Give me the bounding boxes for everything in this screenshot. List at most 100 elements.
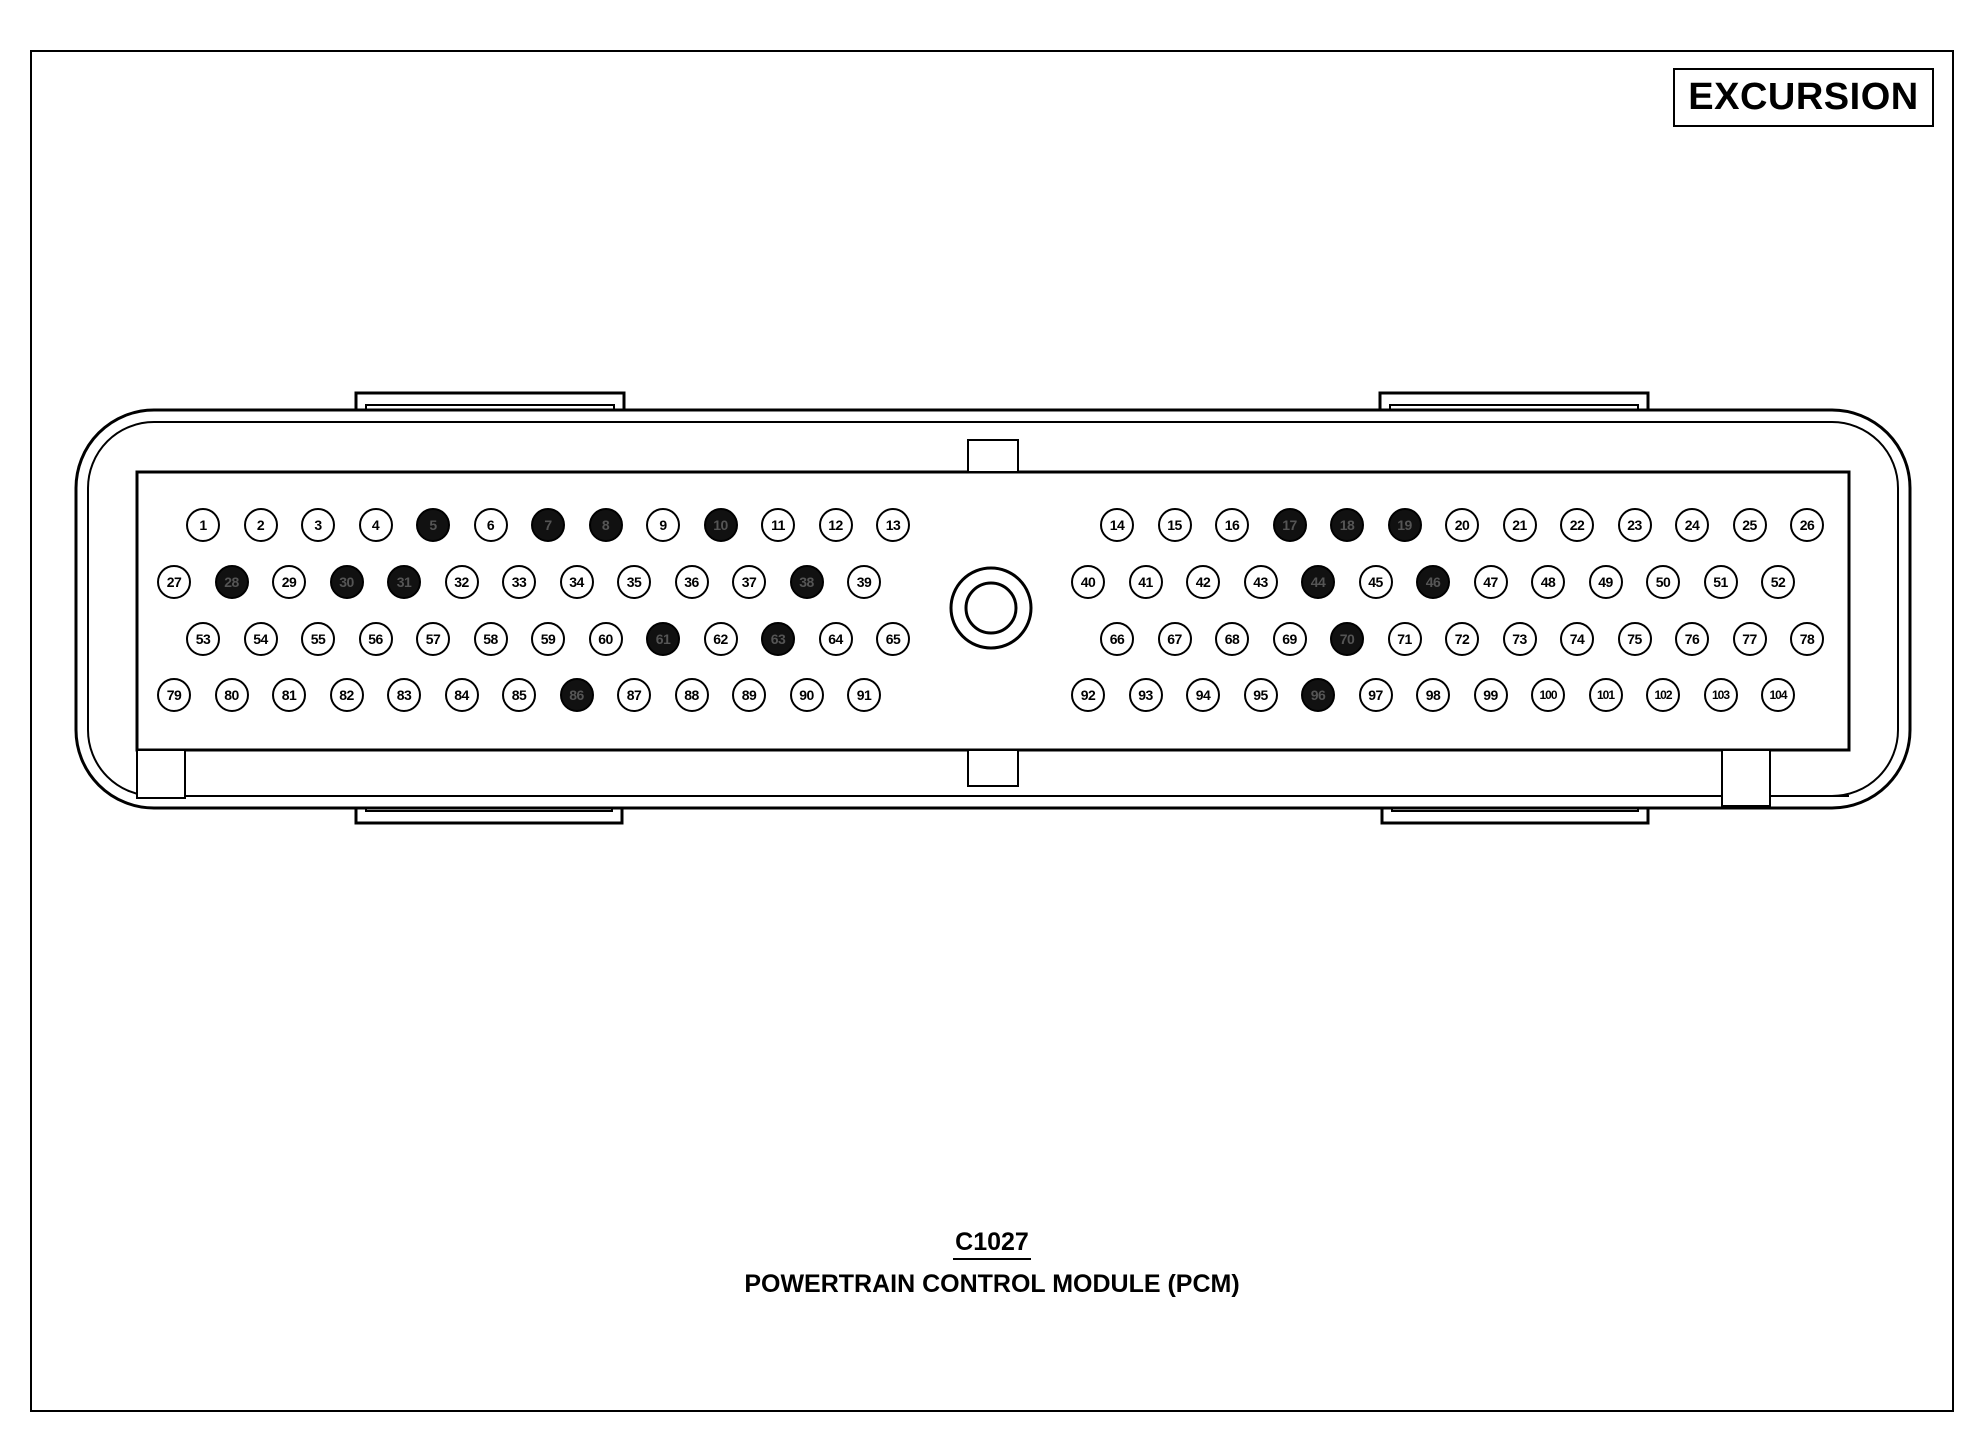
pin-94: 94	[1186, 678, 1220, 712]
pin-48: 48	[1531, 565, 1565, 599]
pin-52: 52	[1761, 565, 1795, 599]
pin-97: 97	[1358, 678, 1393, 712]
pin-30: 30	[329, 565, 364, 599]
pin-71: 71	[1387, 622, 1422, 656]
pin-44: 44	[1301, 565, 1335, 599]
pin-62: 62	[703, 622, 738, 656]
pin-92: 92	[1071, 678, 1105, 712]
pin-9: 9	[646, 508, 680, 542]
pin-99: 99	[1473, 678, 1508, 712]
latch-bottom-left	[354, 804, 624, 825]
pin-83: 83	[387, 678, 421, 712]
pin-100: 100	[1531, 678, 1565, 712]
pin-20: 20	[1445, 508, 1479, 542]
pin-77: 77	[1732, 622, 1767, 656]
pin-26: 26	[1790, 508, 1824, 542]
pin-82: 82	[329, 678, 364, 712]
vehicle-badge: EXCURSION	[1673, 68, 1934, 127]
connector-id: C1027	[953, 1228, 1031, 1260]
pin-46: 46	[1416, 565, 1450, 599]
pin-78: 78	[1790, 622, 1824, 656]
key-top	[967, 439, 1019, 473]
pin-17: 17	[1272, 508, 1307, 542]
pin-89: 89	[732, 678, 766, 712]
pin-58: 58	[473, 622, 508, 656]
pin-81: 81	[272, 678, 306, 712]
pin-96: 96	[1301, 678, 1335, 712]
pin-36: 36	[674, 565, 709, 599]
pin-93: 93	[1128, 678, 1163, 712]
pin-39: 39	[847, 565, 881, 599]
pin-95: 95	[1243, 678, 1278, 712]
pin-69: 69	[1272, 622, 1307, 656]
pin-54: 54	[243, 622, 278, 656]
pin-45: 45	[1358, 565, 1393, 599]
pin-7: 7	[531, 508, 565, 542]
pin-53: 53	[186, 622, 220, 656]
pin-84: 84	[444, 678, 479, 712]
pin-75: 75	[1617, 622, 1652, 656]
pin-21: 21	[1502, 508, 1537, 542]
pin-10: 10	[703, 508, 738, 542]
pin-15: 15	[1157, 508, 1192, 542]
pin-59: 59	[531, 622, 565, 656]
pin-68: 68	[1215, 622, 1249, 656]
foot-right	[1721, 749, 1771, 807]
pin-25: 25	[1732, 508, 1767, 542]
pin-49: 49	[1588, 565, 1623, 599]
pin-57: 57	[416, 622, 450, 656]
pin-56: 56	[358, 622, 393, 656]
pin-76: 76	[1675, 622, 1709, 656]
pin-51: 51	[1703, 565, 1738, 599]
pin-102: 102	[1646, 678, 1680, 712]
pin-40: 40	[1071, 565, 1105, 599]
pin-74: 74	[1560, 622, 1594, 656]
pin-67: 67	[1157, 622, 1192, 656]
pin-19: 19	[1387, 508, 1422, 542]
pin-101: 101	[1588, 678, 1623, 712]
module-name: POWERTRAIN CONTROL MODULE (PCM)	[744, 1270, 1240, 1298]
pin-3: 3	[301, 508, 335, 542]
pin-70: 70	[1330, 622, 1364, 656]
pin-55: 55	[301, 622, 335, 656]
pin-1: 1	[186, 508, 220, 542]
pin-43: 43	[1243, 565, 1278, 599]
pin-27: 27	[157, 565, 191, 599]
key-bottom	[967, 749, 1019, 787]
pin-23: 23	[1617, 508, 1652, 542]
pin-47: 47	[1473, 565, 1508, 599]
pin-31: 31	[387, 565, 421, 599]
pin-50: 50	[1646, 565, 1680, 599]
pin-42: 42	[1186, 565, 1220, 599]
pin-79: 79	[157, 678, 191, 712]
pin-13: 13	[876, 508, 910, 542]
latch-top-right	[1378, 391, 1650, 410]
pin-65: 65	[876, 622, 910, 656]
pin-41: 41	[1128, 565, 1163, 599]
pin-11: 11	[761, 508, 795, 542]
foot-left	[136, 749, 186, 799]
pin-24: 24	[1675, 508, 1709, 542]
pin-64: 64	[818, 622, 853, 656]
diagram-frame	[30, 50, 1954, 1412]
pin-80: 80	[214, 678, 249, 712]
pin-29: 29	[272, 565, 306, 599]
latch-bottom-right	[1380, 804, 1650, 825]
pin-37: 37	[732, 565, 766, 599]
pin-73: 73	[1502, 622, 1537, 656]
pin-4: 4	[358, 508, 393, 542]
pin-87: 87	[617, 678, 651, 712]
pin-18: 18	[1330, 508, 1364, 542]
pin-22: 22	[1560, 508, 1594, 542]
guide-hole-inner	[964, 581, 1018, 635]
pin-104: 104	[1761, 678, 1795, 712]
pin-35: 35	[617, 565, 651, 599]
pin-38: 38	[789, 565, 824, 599]
latch-top-left	[354, 391, 626, 410]
pin-90: 90	[789, 678, 824, 712]
pin-63: 63	[761, 622, 795, 656]
pin-2: 2	[243, 508, 278, 542]
pin-66: 66	[1100, 622, 1134, 656]
pin-6: 6	[473, 508, 508, 542]
